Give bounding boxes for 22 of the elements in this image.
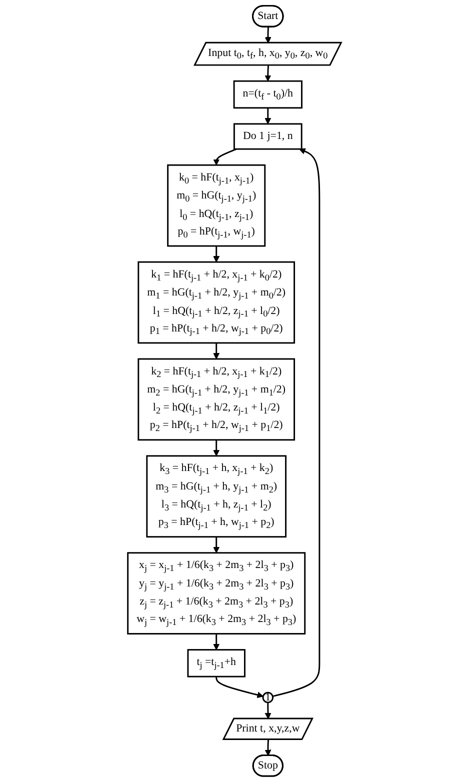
arrow <box>264 26 271 44</box>
arrow <box>264 108 271 124</box>
node-box: k$_{3}$ = hF(t$_{j-1}$ + h, x$_{j-1}$ + k$_{2}$) m$_{3}$ = hG(t$_{j-1}$ + h, y$_{j-1}$ + m$_{2}$) l$_{3}$ = hQ(t$_{j-1}$ + h, z$_{j-1}$ + l$_{2}$) p$_{3}$ = hP(t$_{j-1}$ + h, w$_{j-1}$ + p$_{2}$) <box>146 455 286 538</box>
node-box: k$_{1}$ = hF(t$_{j-1}$ + h/2, x$_{j-1}$ + k$_{0}$/2) m$_{1}$ = hG(t$_{j-1}$ + h/2, y$_{j-1}$ + m$_{0}$/2) l$_{1}$ = hQ(t$_{j-1}$ + h/2, z$_{j-1}$ + l$_{0}$/2) p$_{1}$ = hP(t$_{j-1}$ + h/2, w$_{j-1}$ + p$_{0}$/2) <box>137 261 295 344</box>
arrow <box>212 634 220 650</box>
node-circle: 1 <box>262 692 274 704</box>
arrow <box>212 342 220 360</box>
node-box: n=(t$_{f}$ - t$_{0}$)/h <box>232 80 302 109</box>
node-box: Do 1 j=1, n <box>232 123 302 150</box>
arrow <box>212 148 236 166</box>
arrow <box>212 246 220 262</box>
arrow <box>272 148 320 698</box>
node-box: x$_{j}$ = x$_{j-1}$ + 1/6(k$_{3}$ + 2m$_{3}$ + 2l$_{3}$ + p$_{3}$) y$_{j}$ = y$_{j-1}$ + 1/6(k$_{3}$ + 2m$_{3}$ + 2l$_{3}$ + p$_{3}$) z$_{j}$ = z$_{j-1}$ + 1/6(k$_{3}$ + 2m$_{3}$ + 2l$_{3}$ + p$_{3}$) w$_{j}$ = w$_{j-1}$ + 1/6(k$_{3}$ + 2m$_{3}$ + 2l$_{3}$ + p$_{3}$) <box>126 552 306 634</box>
arrow <box>264 65 271 82</box>
arrow <box>212 440 220 456</box>
arrow <box>264 740 271 756</box>
node-box: k$_{0}$ = hF(t$_{j-1}$, x$_{j-1}$) m$_{0}$ = hG(t$_{j-1}$, y$_{j-1}$) l$_{0}$ = hQ(t$_{j-1}$, z$_{j-1}$) p$_{0}$ = hP(t$_{j-1}$, w$_{j-1}$) <box>166 164 266 247</box>
arrow <box>264 702 271 720</box>
node-box: k$_{2}$ = hF(t$_{j-1}$ + h/2, x$_{j-1}$ + k$_{1}$/2) m$_{2}$ = hG(t$_{j-1}$ + h/2, y$_{j-1}$ + m$_{1}$/2) l$_{2}$ = hQ(t$_{j-1}$ + h/2, z$_{j-1}$ + l$_{1}$/2) p$_{2}$ = hP(t$_{j-1}$ + h/2, w$_{j-1}$ + p$_{1}$/2) <box>137 358 295 441</box>
arrow <box>212 536 220 554</box>
node-box: t$_{j}$ =t$_{j-1}$+h <box>186 649 245 678</box>
arrow <box>215 676 263 698</box>
